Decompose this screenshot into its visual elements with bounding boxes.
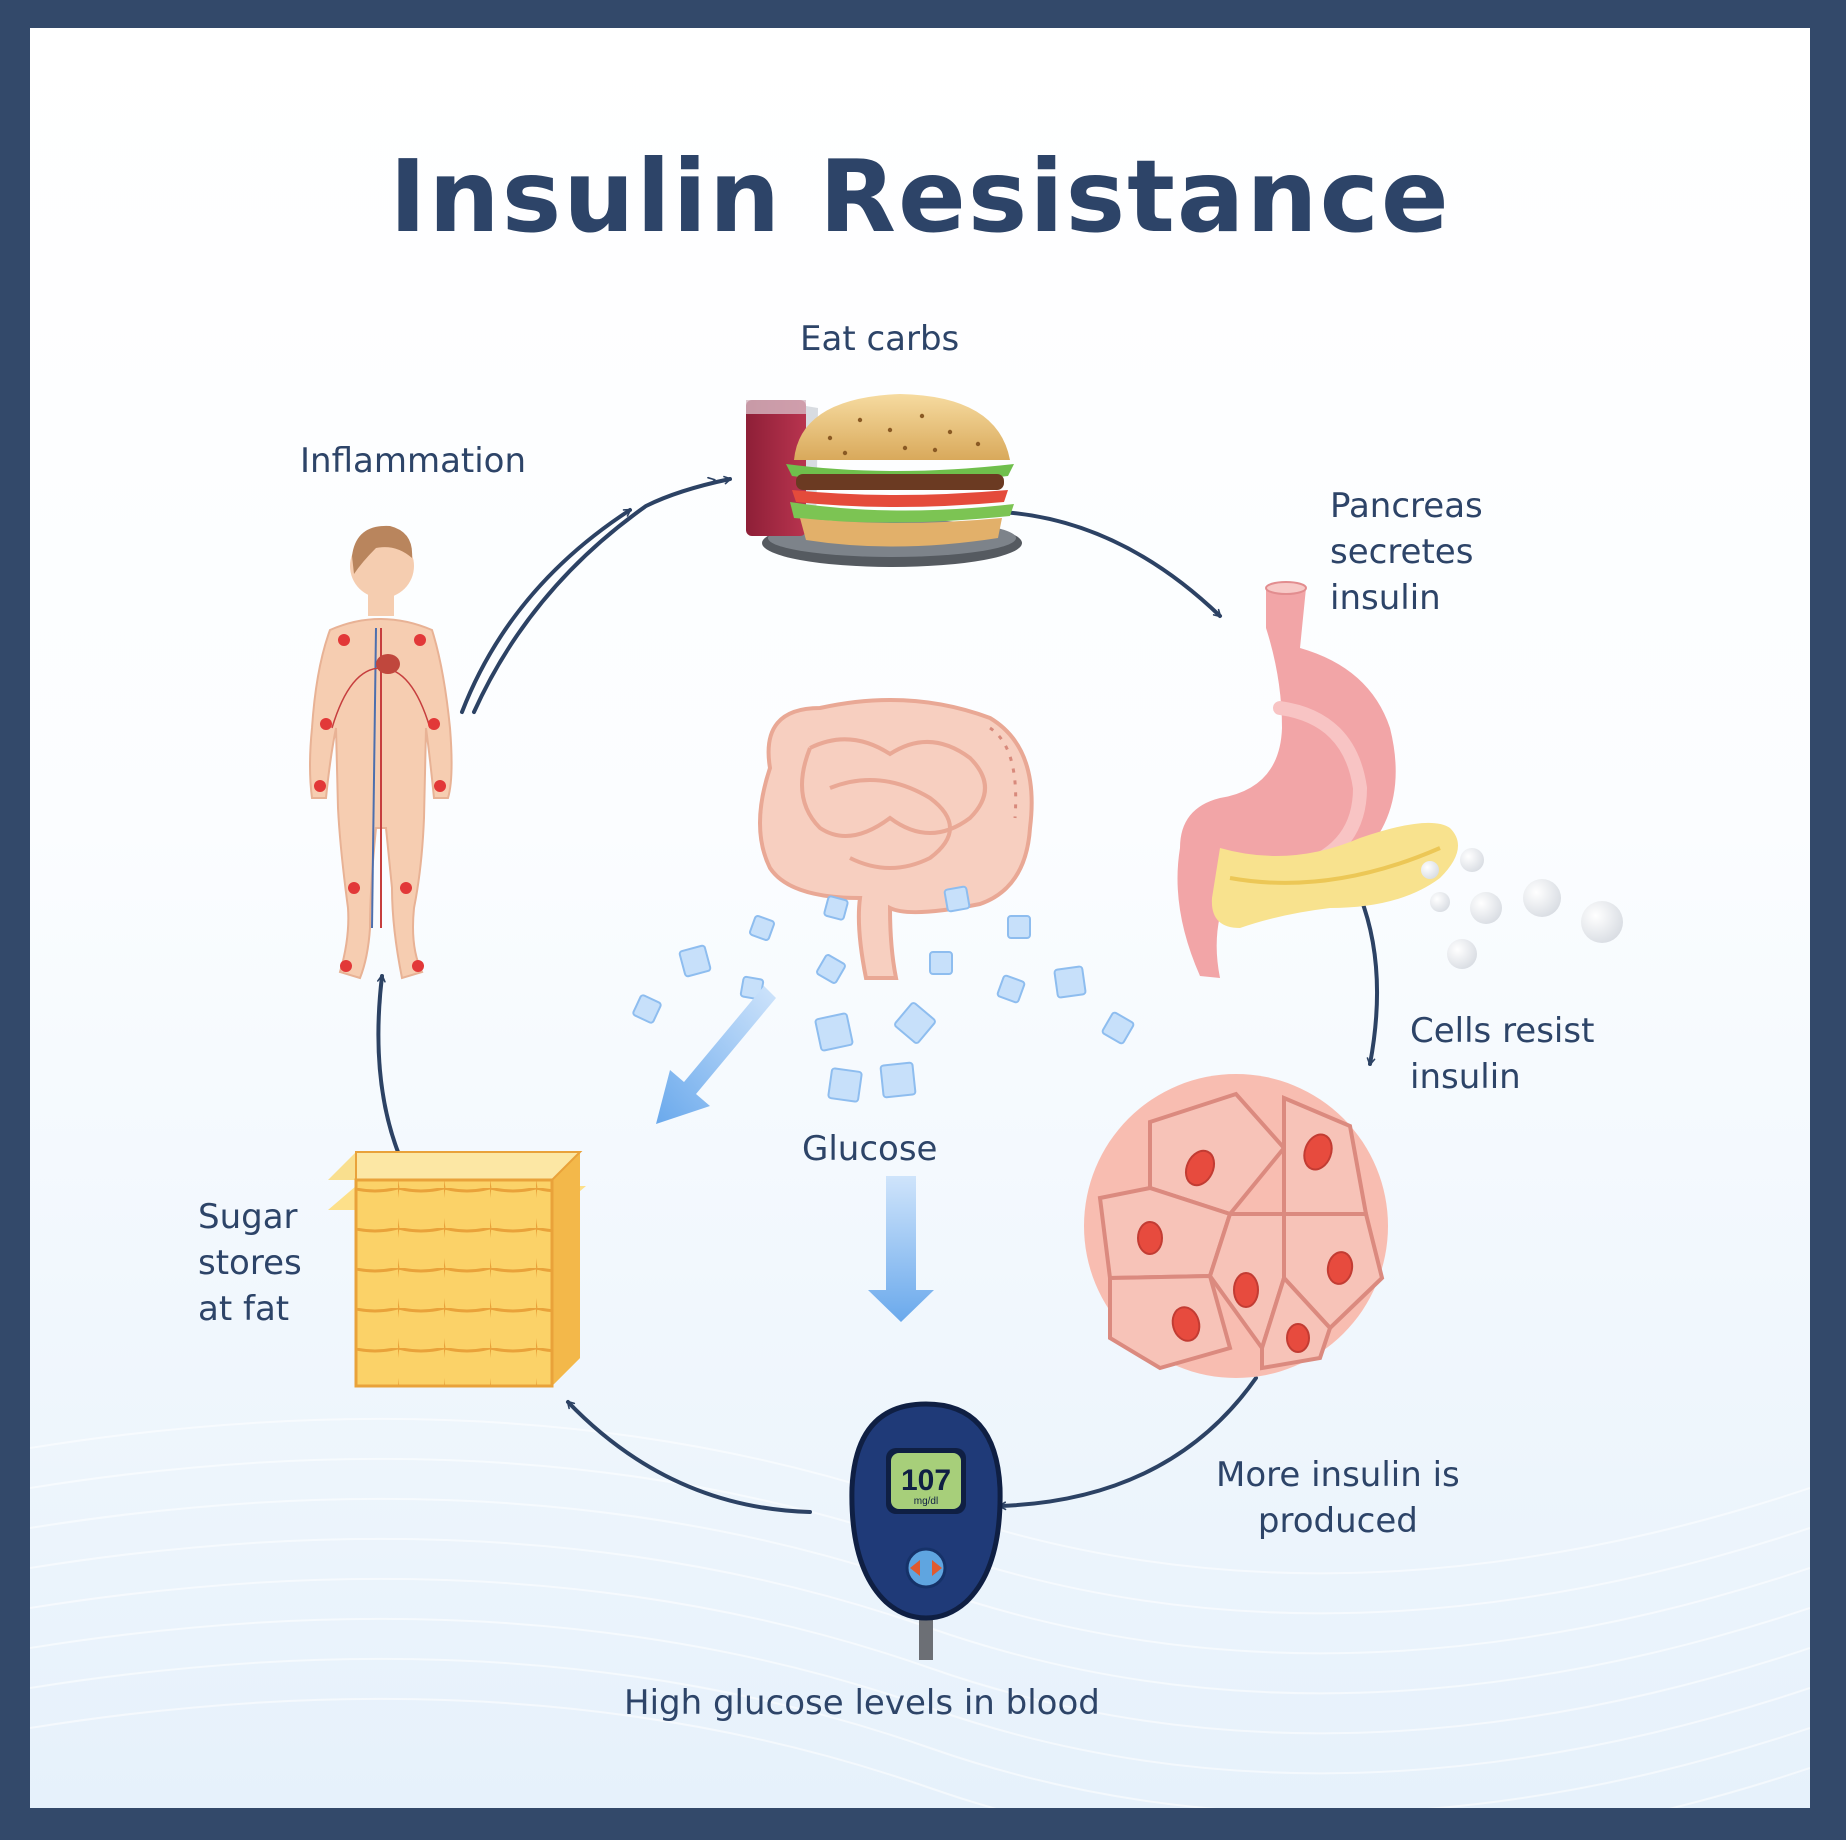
step-more-insulin-produced: More insulin is produced — [1216, 1455, 1460, 1541]
glucose-cubes — [632, 885, 1135, 1103]
step-high-glucose-levels: High glucose levels in blood — [624, 1683, 1100, 1723]
human-body-inflammation-illustration — [309, 525, 453, 980]
meter-unit: mg/dl — [914, 1496, 938, 1507]
arrow-meter-to-fat — [566, 1400, 812, 1514]
resistant-cells-illustration — [1084, 1074, 1388, 1378]
arrow-pancreas-to-cells — [1358, 894, 1379, 1066]
cycle-arrows — [376, 475, 1379, 1514]
cycle-illustration: 107 mg/dl — [309, 394, 1623, 1660]
stomach-pancreas-illustration — [1177, 581, 1458, 978]
page-title: Insulin Resistance — [389, 138, 1451, 255]
meter-reading: 107 — [901, 1464, 951, 1497]
glucose-meter-illustration: 107 mg/dl — [849, 1401, 1003, 1660]
arrow-inflammation-to-carbs — [460, 508, 632, 714]
step-inflammation: Inflammation — [300, 441, 527, 481]
infographic-panel: Insulin Resistance — [30, 28, 1810, 1808]
arrow-carbs-to-pancreas — [1000, 510, 1222, 618]
arrow-fat-to-inflammation — [376, 974, 400, 1154]
intestines-illustration — [758, 698, 1034, 980]
step-sugar-stores-at-fat: Sugar stores at fat — [198, 1197, 302, 1329]
burger-and-drink-illustration — [746, 394, 1022, 567]
glucose-flow-arrows — [656, 986, 934, 1322]
fat-tissue-cube-illustration — [328, 1151, 586, 1388]
arrow-cells-to-meter — [998, 1376, 1258, 1511]
insulin-particles — [1421, 848, 1623, 969]
step-cells-resist-insulin: Cells resist insulin — [1410, 1011, 1595, 1097]
step-eat-carbs: Eat carbs — [800, 319, 960, 359]
step-pancreas-secretes-insulin: Pancreas secretes insulin — [1330, 486, 1483, 618]
glucose-label: Glucose — [802, 1129, 938, 1169]
